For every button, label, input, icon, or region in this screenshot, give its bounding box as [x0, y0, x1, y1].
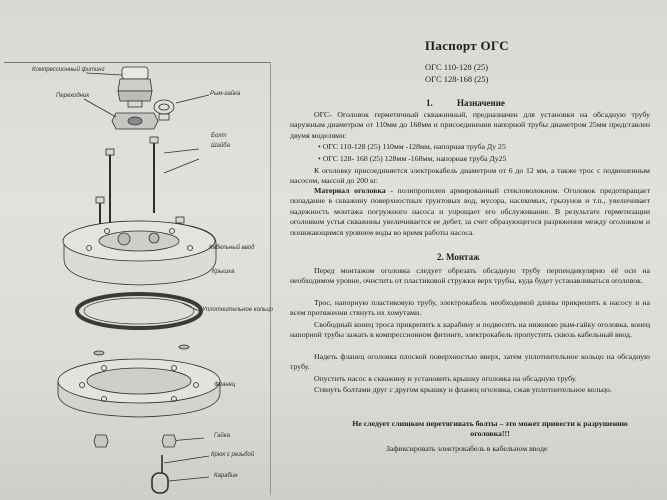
label-flange: Фланец — [214, 382, 236, 388]
seal-ring-part — [75, 292, 203, 330]
adapter-part — [111, 112, 159, 130]
label-eye-nut: Рым-гайка — [210, 91, 241, 97]
page-title: Паспорт ОГС — [425, 38, 509, 53]
section1-bullet-2: • ОГС 128- 168 (25) 128мм -168мм, напорн… — [318, 154, 507, 163]
material-bold: Материал оголовка — [314, 186, 386, 195]
model-line-2: ОГС 128-168 (25) — [425, 74, 489, 84]
flange-part — [57, 344, 221, 418]
label-seal-ring: Уплотнительное кольцо — [202, 307, 274, 313]
section2-paragraph-3: Свободный конец троса прикрепить к караб… — [290, 320, 650, 340]
label-bolt: Болт — [211, 133, 227, 139]
label-hook: Крюк с резьбой — [211, 452, 255, 458]
bullet-1-text: ОГС 110-128 (25) 110мм -128мм, напорная … — [322, 142, 506, 151]
label-adapter: Переходник — [56, 93, 90, 99]
carabiner-part — [151, 472, 169, 494]
exploded-view-drawing — [57, 66, 221, 494]
label-cover: Крышка — [212, 269, 235, 275]
section1-paragraph-3: Материал оголовка - полипропилен армиров… — [290, 186, 650, 238]
section1-heading: Назначение — [457, 98, 505, 108]
section1-paragraph-2: К оголовку присоединяется электрокабель … — [290, 166, 650, 186]
section2-paragraph-6: Стянуть болтами друг с другом крышку и ф… — [314, 385, 612, 394]
section1-paragraph-1: ОГС- Оголовок герметичный скважинный, пр… — [290, 110, 650, 140]
assembly-drawing-panel: Компрессионный фитинг Переходник Рым-гай… — [4, 62, 274, 495]
eye-nut-part — [153, 99, 175, 121]
label-nut: Гайка — [214, 433, 230, 439]
section2-paragraph-5: Опустить насос в скважину и установить к… — [314, 374, 577, 383]
cover-part — [62, 220, 217, 286]
label-cable-entry: Кабельный ввод — [209, 245, 255, 251]
model-line-1: ОГС 110-128 (25) — [425, 62, 489, 72]
section2-paragraph-2: Трос, напорную пластиковую трубу, электр… — [290, 298, 650, 318]
section2-paragraph-1: Перед монтажом оголовка следует обрезать… — [290, 266, 650, 286]
label-washer: Шайба — [211, 143, 230, 149]
material-text: - полипропилен армированный стекловолокн… — [290, 186, 650, 237]
label-fitting: Компрессионный фитинг — [32, 67, 105, 73]
warning-text: Не следует слишком перетягивать болты – … — [352, 419, 628, 439]
section1-bullet-1: • ОГС 110-128 (25) 110мм -128мм, напорна… — [318, 142, 506, 151]
compression-fitting-part — [117, 66, 153, 108]
label-carabiner: Карабин — [214, 473, 238, 479]
nuts-part — [93, 434, 177, 473]
section1-number: 1. — [426, 98, 433, 108]
section2-heading: 2. Монтаж — [437, 252, 480, 262]
section2-paragraph-4: Надеть фланец оголовка плоской поверхнос… — [290, 352, 650, 372]
bullet-2-text: ОГС 128- 168 (25) 128мм -168мм, напорная… — [322, 154, 507, 163]
final-instruction: Зафиксировать электрокабель в кабельном … — [386, 444, 548, 453]
